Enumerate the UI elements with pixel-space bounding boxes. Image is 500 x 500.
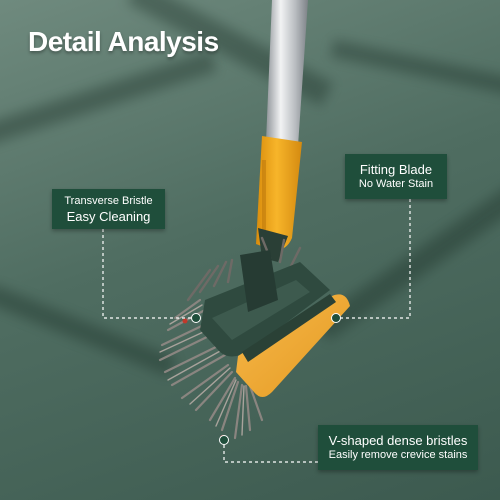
callout-heading: V-shaped dense bristles xyxy=(328,433,468,448)
yellow-sleeve xyxy=(256,136,302,251)
callout-v-shaped-bristles: V-shaped dense bristles Easily remove cr… xyxy=(318,425,478,470)
callout-subheading: Easy Cleaning xyxy=(66,208,151,224)
bristles xyxy=(158,236,302,440)
callout-transverse-bristle: Transverse Bristle Easy Cleaning xyxy=(52,189,165,229)
callout-subheading: No Water Stain xyxy=(358,178,434,191)
leader-lines xyxy=(102,199,411,463)
wiper-blade xyxy=(236,294,350,397)
leader-dots xyxy=(191,313,341,445)
steel-pole xyxy=(266,0,308,146)
callout-fitting-blade: Fitting Blade No Water Stain xyxy=(345,154,447,199)
page-title: Detail Analysis xyxy=(28,26,219,57)
callout-subheading: Easily remove crevice stains xyxy=(328,449,468,462)
callout-heading: Fitting Blade xyxy=(359,162,433,177)
callout-heading: Transverse Bristle xyxy=(64,195,153,207)
